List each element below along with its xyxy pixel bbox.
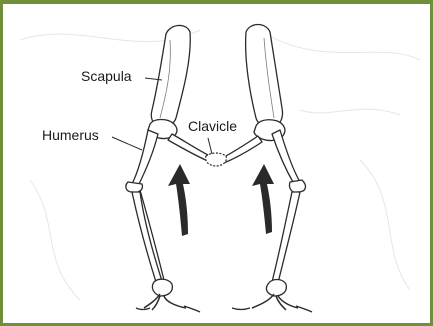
left-humerus-bone [132, 130, 158, 186]
humerus-label: Humerus [42, 127, 99, 143]
clavicle-leader-line [208, 138, 212, 154]
clavicle-label: Clavicle [188, 118, 237, 134]
right-wing-skeleton [222, 25, 312, 313]
left-coracoid-bone [168, 134, 210, 161]
right-humerus-bone [272, 130, 300, 184]
right-forearm-bones [272, 192, 300, 283]
right-coracoid-bone [222, 136, 262, 163]
scapula-label: Scapula [81, 68, 132, 84]
left-hand-bones [144, 294, 186, 310]
left-upward-arrow [168, 164, 190, 236]
left-wing-skeleton [126, 25, 210, 312]
humerus-leader-line [112, 137, 142, 150]
left-forearm-bones [132, 192, 162, 282]
left-scapula-bone [151, 25, 190, 126]
right-upward-arrow [252, 164, 274, 234]
clavicle-bone [206, 153, 227, 166]
